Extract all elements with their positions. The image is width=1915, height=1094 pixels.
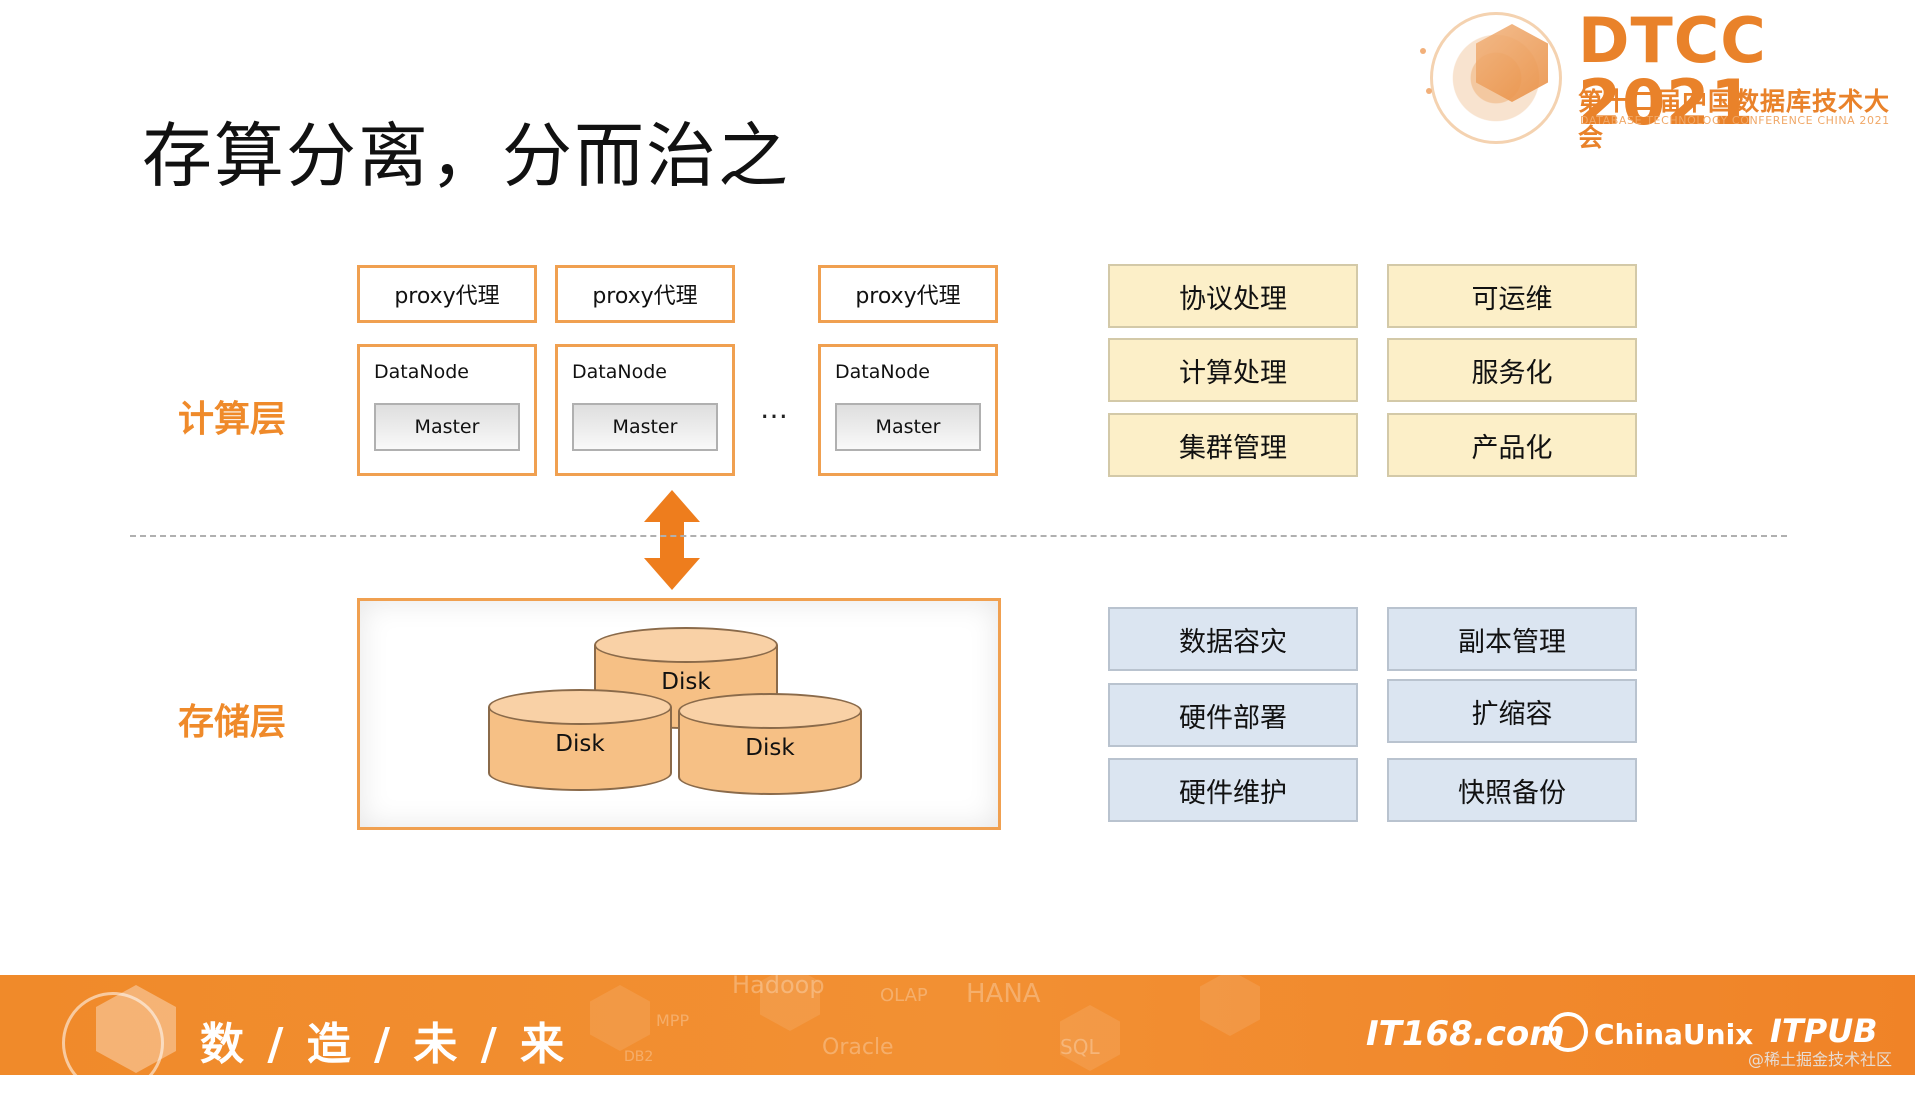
feature-label: 快照备份 <box>1458 777 1566 809</box>
footer-bg-word: HANA <box>966 979 1041 1009</box>
footer-bg-word: MPP <box>656 1011 690 1030</box>
storage-feature-disaster-recovery: 数据容灾 <box>1108 607 1358 671</box>
partner-logo-it168[interactable]: IT168.com <box>1366 1014 1565 1054</box>
feature-label: 副本管理 <box>1458 626 1566 658</box>
proxy-label: proxy代理 <box>855 284 961 309</box>
compute-feature-cluster: 集群管理 <box>1108 413 1358 477</box>
footer-hex-decoration <box>590 985 650 1051</box>
master-label: Master <box>612 416 678 438</box>
feature-label: 扩缩容 <box>1471 698 1553 730</box>
datanode-box: DataNode Master <box>555 344 735 476</box>
logo-dot-icon <box>1426 88 1432 94</box>
arrow-up-icon <box>644 490 700 522</box>
compute-feature-product: 产品化 <box>1387 413 1637 477</box>
arrow-down-icon <box>644 558 700 590</box>
master-button[interactable]: Master <box>374 403 520 451</box>
storage-feature-maintain: 硬件维护 <box>1108 758 1358 822</box>
master-label: Master <box>414 416 480 438</box>
storage-box: Disk Disk Disk <box>357 598 1001 830</box>
footer-bg-word: DB2 <box>624 1049 654 1065</box>
partner-logo-chinaunix[interactable]: ChinaUnix <box>1594 1018 1754 1051</box>
compute-layer-label: 计算层 <box>178 399 287 440</box>
storage-feature-deploy: 硬件部署 <box>1108 683 1358 747</box>
partner-logo-itpub[interactable]: ITPUB <box>1770 1012 1878 1050</box>
storage-feature-scale: 扩缩容 <box>1387 679 1637 743</box>
watermark: @稀土掘金技术社区 <box>1748 1050 1893 1069</box>
compute-feature-ops: 可运维 <box>1387 264 1637 328</box>
datanode-box: DataNode Master <box>357 344 537 476</box>
layer-divider <box>130 535 1787 537</box>
feature-label: 集群管理 <box>1179 432 1287 464</box>
footer-banner: Hadoop OLAP HANA MPP Oracle SQL DB2 <box>0 975 1915 1075</box>
footer-slogan: 数 / 造 / 未 / 来 <box>200 1019 569 1070</box>
disk-cylinder: Disk <box>678 693 862 795</box>
feature-label: 硬件维护 <box>1179 777 1287 809</box>
proxy-box: proxy代理 <box>555 265 735 323</box>
chinaunix-icon <box>1548 1012 1588 1052</box>
conference-title: DTCC 2021 <box>1578 4 1767 139</box>
disk-top <box>594 627 778 663</box>
footer-hex-decoration <box>1200 975 1260 1036</box>
datanode-label: DataNode <box>572 361 667 383</box>
storage-layer-label: 存储层 <box>178 702 287 743</box>
feature-label: 计算处理 <box>1179 357 1287 389</box>
conference-english-name: DATABASE TECHNOLOGY CONFERENCE CHINA 202… <box>1580 114 1890 127</box>
footer-bg-word: Hadoop <box>732 975 825 999</box>
disk-label: Disk <box>555 731 605 757</box>
logo-dot-icon <box>1420 48 1426 54</box>
master-button[interactable]: Master <box>835 403 981 451</box>
compute-feature-service: 服务化 <box>1387 338 1637 402</box>
feature-label: 协议处理 <box>1179 283 1287 315</box>
proxy-label: proxy代理 <box>394 284 500 309</box>
datanode-label: DataNode <box>835 361 930 383</box>
disk-top <box>678 693 862 729</box>
slide-title: 存算分离，分而治之 <box>142 115 790 197</box>
footer-bg-word: Oracle <box>822 1035 894 1060</box>
storage-feature-replica: 副本管理 <box>1387 607 1637 671</box>
disk-cylinder: Disk <box>488 689 672 791</box>
storage-feature-snapshot: 快照备份 <box>1387 758 1637 822</box>
feature-label: 产品化 <box>1471 432 1553 464</box>
compute-feature-protocol: 协议处理 <box>1108 264 1358 328</box>
conference-logo-icon <box>1476 24 1548 102</box>
feature-label: 数据容灾 <box>1179 626 1287 658</box>
datanode-label: DataNode <box>374 361 469 383</box>
master-button[interactable]: Master <box>572 403 718 451</box>
disk-top <box>488 689 672 725</box>
more-nodes-ellipsis: … <box>760 392 790 425</box>
conference-subtitle: 第十二届中国数据库技术大会 <box>1578 87 1891 152</box>
footer-bg-word: SQL <box>1060 1035 1100 1059</box>
arrow-shaft <box>660 520 684 560</box>
datanode-box: DataNode Master <box>818 344 998 476</box>
feature-label: 硬件部署 <box>1179 702 1287 734</box>
compute-feature-compute: 计算处理 <box>1108 338 1358 402</box>
disk-label: Disk <box>661 669 711 695</box>
footer-bg-word: OLAP <box>880 985 928 1006</box>
proxy-box: proxy代理 <box>357 265 537 323</box>
proxy-label: proxy代理 <box>592 284 698 309</box>
disk-label: Disk <box>745 735 795 761</box>
feature-label: 可运维 <box>1471 283 1553 315</box>
master-label: Master <box>875 416 941 438</box>
footer-hex-decoration <box>1060 1005 1120 1071</box>
proxy-box: proxy代理 <box>818 265 998 323</box>
feature-label: 服务化 <box>1471 357 1553 389</box>
